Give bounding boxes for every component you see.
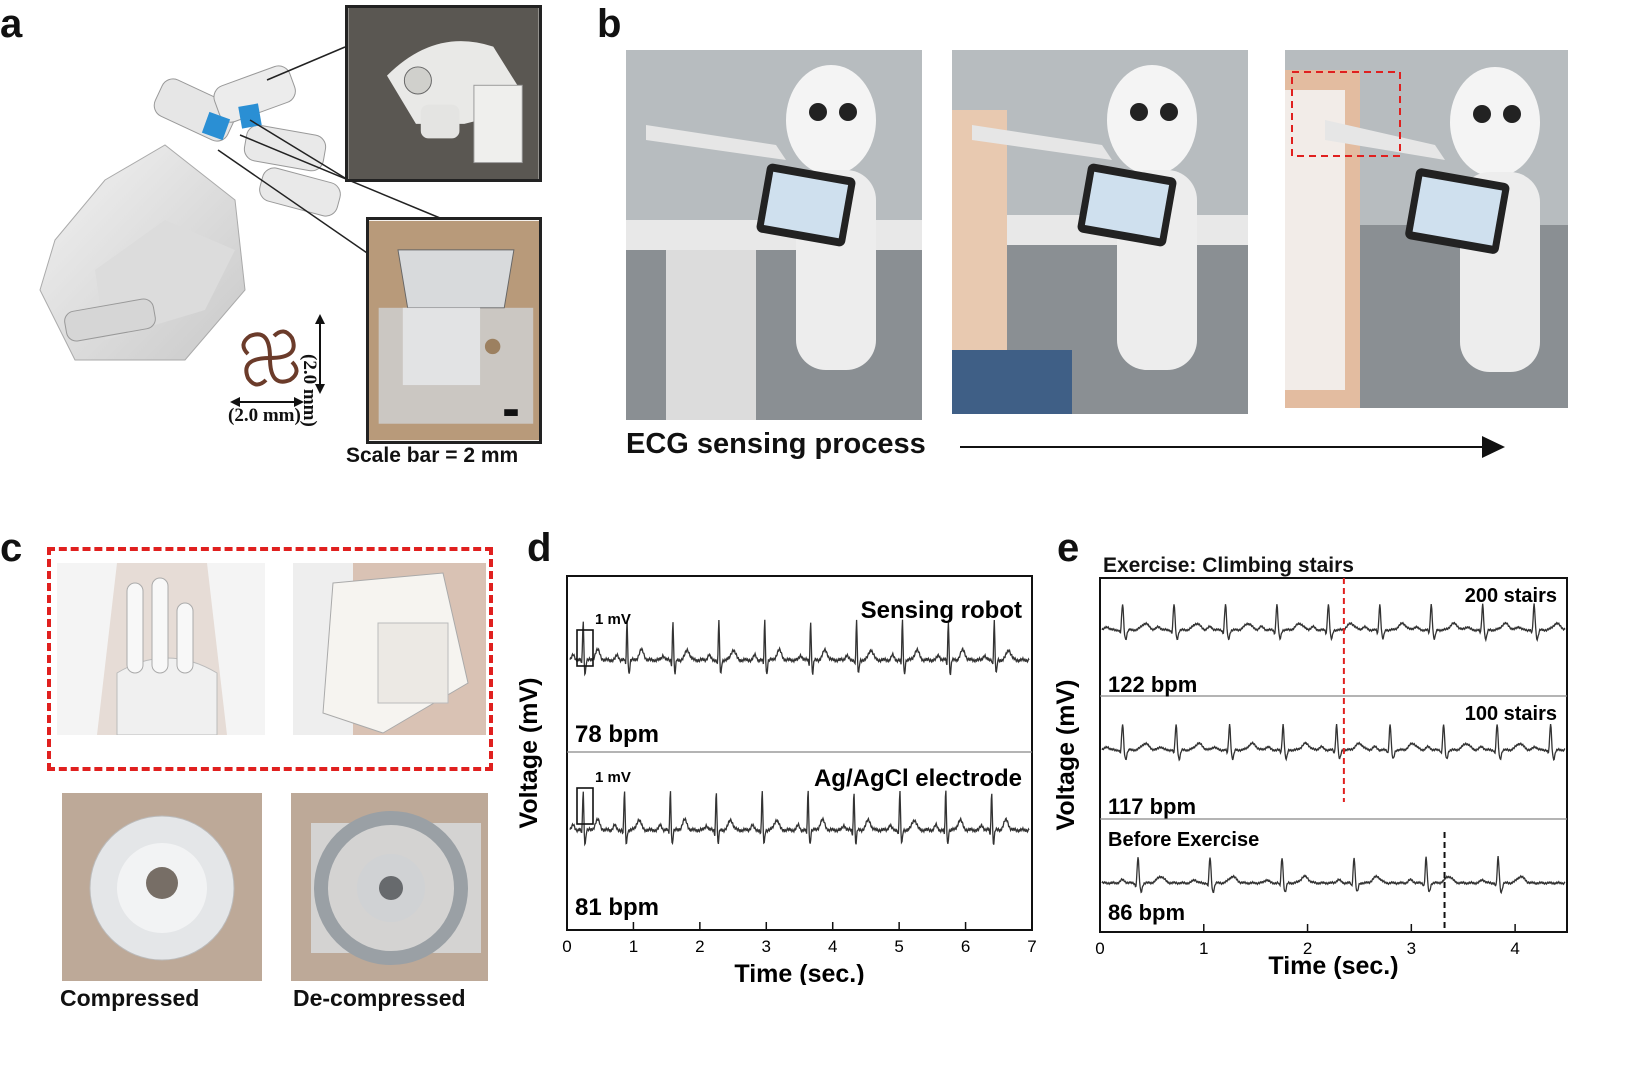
- compressed-electrode-photo: [62, 793, 262, 981]
- exercise-title: Exercise: Climbing stairs: [1103, 554, 1354, 577]
- plot-frame: [566, 575, 1033, 931]
- robot-photo-3: [1285, 50, 1568, 408]
- finger-closeup-photo: [293, 563, 486, 735]
- x-tick-label: 0: [1095, 939, 1104, 958]
- x-tick-label: 5: [894, 937, 903, 956]
- x-tick-label: 4: [1510, 939, 1519, 958]
- dimension-horizontal-label: (2.0 mm): [228, 405, 301, 426]
- robot-hand-rendering: [35, 60, 375, 365]
- ecg-process-caption: ECG sensing process: [626, 428, 926, 460]
- x-tick-label: 7: [1027, 937, 1036, 956]
- finger-photo-inset: [345, 5, 542, 182]
- x-tick-label: 1: [629, 937, 638, 956]
- ecg-trace: [1101, 603, 1566, 643]
- panel-letter-a: a: [0, 2, 23, 46]
- panel-letter-e: e: [1057, 526, 1080, 570]
- series-name-label: Before Exercise: [1108, 829, 1259, 851]
- panel-letter-b: b: [597, 2, 622, 46]
- heart-rate-label: 122 bpm: [1108, 672, 1197, 697]
- y-axis-label: Voltage (mV): [515, 678, 543, 829]
- electrode-photo-inset: [366, 217, 542, 444]
- x-tick-label: 2: [1303, 939, 1312, 958]
- leader-lines: [217, 46, 441, 256]
- scale-bar-label: 1 mV: [595, 611, 631, 628]
- dimension-arrows: [230, 314, 325, 407]
- chest-contact-photo: [57, 563, 265, 735]
- x-tick-label: 2: [695, 937, 704, 956]
- x-tick-label: 3: [1407, 939, 1416, 958]
- robot-photo-2: [952, 50, 1248, 414]
- heart-rate-label: 117 bpm: [1108, 794, 1196, 819]
- process-arrow: [960, 436, 1505, 458]
- panel-letter-c: c: [0, 526, 23, 570]
- y-axis-label: Voltage (mV): [1052, 680, 1080, 831]
- spiral-pattern-icon: [241, 329, 299, 387]
- heart-rate-label: 78 bpm: [575, 721, 659, 748]
- heart-rate-label: 81 bpm: [575, 894, 659, 921]
- x-axis-label: Time (sec.): [734, 960, 864, 985]
- ecg-trace: [1101, 723, 1566, 762]
- series-name-label: 200 stairs: [1465, 585, 1557, 607]
- series-name-label: 100 stairs: [1465, 703, 1557, 725]
- series-name-label: Ag/AgCl electrode: [814, 765, 1022, 792]
- compressed-label: Compressed: [60, 985, 200, 1011]
- ecg-trace: [569, 619, 1030, 677]
- ecg-trace: [569, 790, 1030, 847]
- scale-bar-mark: [576, 629, 594, 667]
- series-name-label: Sensing robot: [861, 597, 1022, 624]
- scale-bar-label: 1 mV: [595, 769, 631, 786]
- dimension-vertical-label: (2.0 mm): [299, 354, 320, 427]
- x-tick-label: 6: [961, 937, 970, 956]
- x-tick-label: 1: [1199, 939, 1208, 958]
- plot-frame: [1099, 577, 1568, 933]
- robot-photo-1: [626, 50, 922, 420]
- x-axis-label: Time (sec.): [1268, 952, 1398, 980]
- decompressed-electrode-photo: [291, 793, 488, 981]
- x-tick-label: 4: [828, 937, 837, 956]
- x-tick-label: 0: [562, 937, 571, 956]
- x-tick-label: 3: [762, 937, 771, 956]
- red-dashed-frame: [47, 547, 493, 771]
- panel-letter-d: d: [527, 526, 552, 570]
- scale-bar-mark: [576, 787, 594, 825]
- heart-rate-label: 86 bpm: [1108, 900, 1185, 925]
- scale-bar-label: Scale bar = 2 mm: [346, 444, 519, 467]
- decompressed-label: De-compressed: [293, 985, 466, 1011]
- ecg-trace: [1101, 856, 1566, 895]
